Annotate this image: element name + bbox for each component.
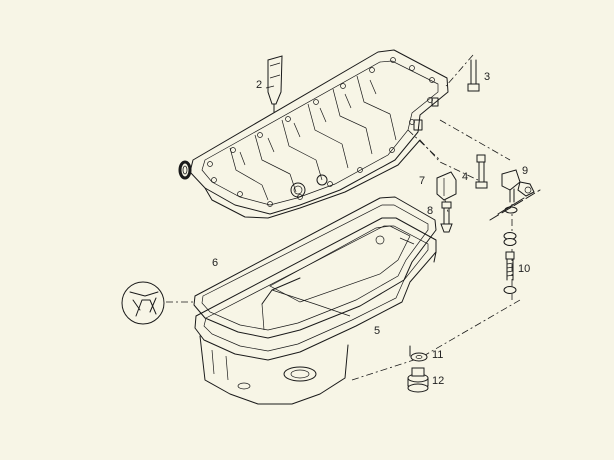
part-3-bolt xyxy=(445,54,480,92)
callout-3: 3 xyxy=(484,71,491,83)
callout-2: 2 xyxy=(256,79,263,91)
callout-8: 8 xyxy=(427,205,434,217)
callout-5: 5 xyxy=(374,325,381,337)
o-ring xyxy=(178,160,192,180)
part-10-stud xyxy=(489,189,541,300)
callout-9: 9 xyxy=(522,165,529,177)
callout-11: 11 xyxy=(432,349,444,361)
part-11-washer xyxy=(409,345,428,362)
callout-7: 7 xyxy=(419,175,426,187)
part-2-tube xyxy=(265,55,283,113)
part-7-bracket xyxy=(436,171,457,213)
upper-oil-pan xyxy=(189,49,449,219)
part-9-sensor xyxy=(501,169,535,203)
callout-10: 10 xyxy=(518,263,531,275)
callout-4: 4 xyxy=(462,171,469,183)
callout-12: 12 xyxy=(432,375,445,387)
part-6-gasket xyxy=(193,196,437,339)
part-5-lower-pan xyxy=(194,217,437,405)
part-4-bolt xyxy=(475,154,488,189)
part-8-sensor xyxy=(440,201,453,233)
callout-6: 6 xyxy=(212,257,219,269)
sealant-detail-icon xyxy=(121,281,165,325)
part-12-drain-plug xyxy=(407,367,429,393)
